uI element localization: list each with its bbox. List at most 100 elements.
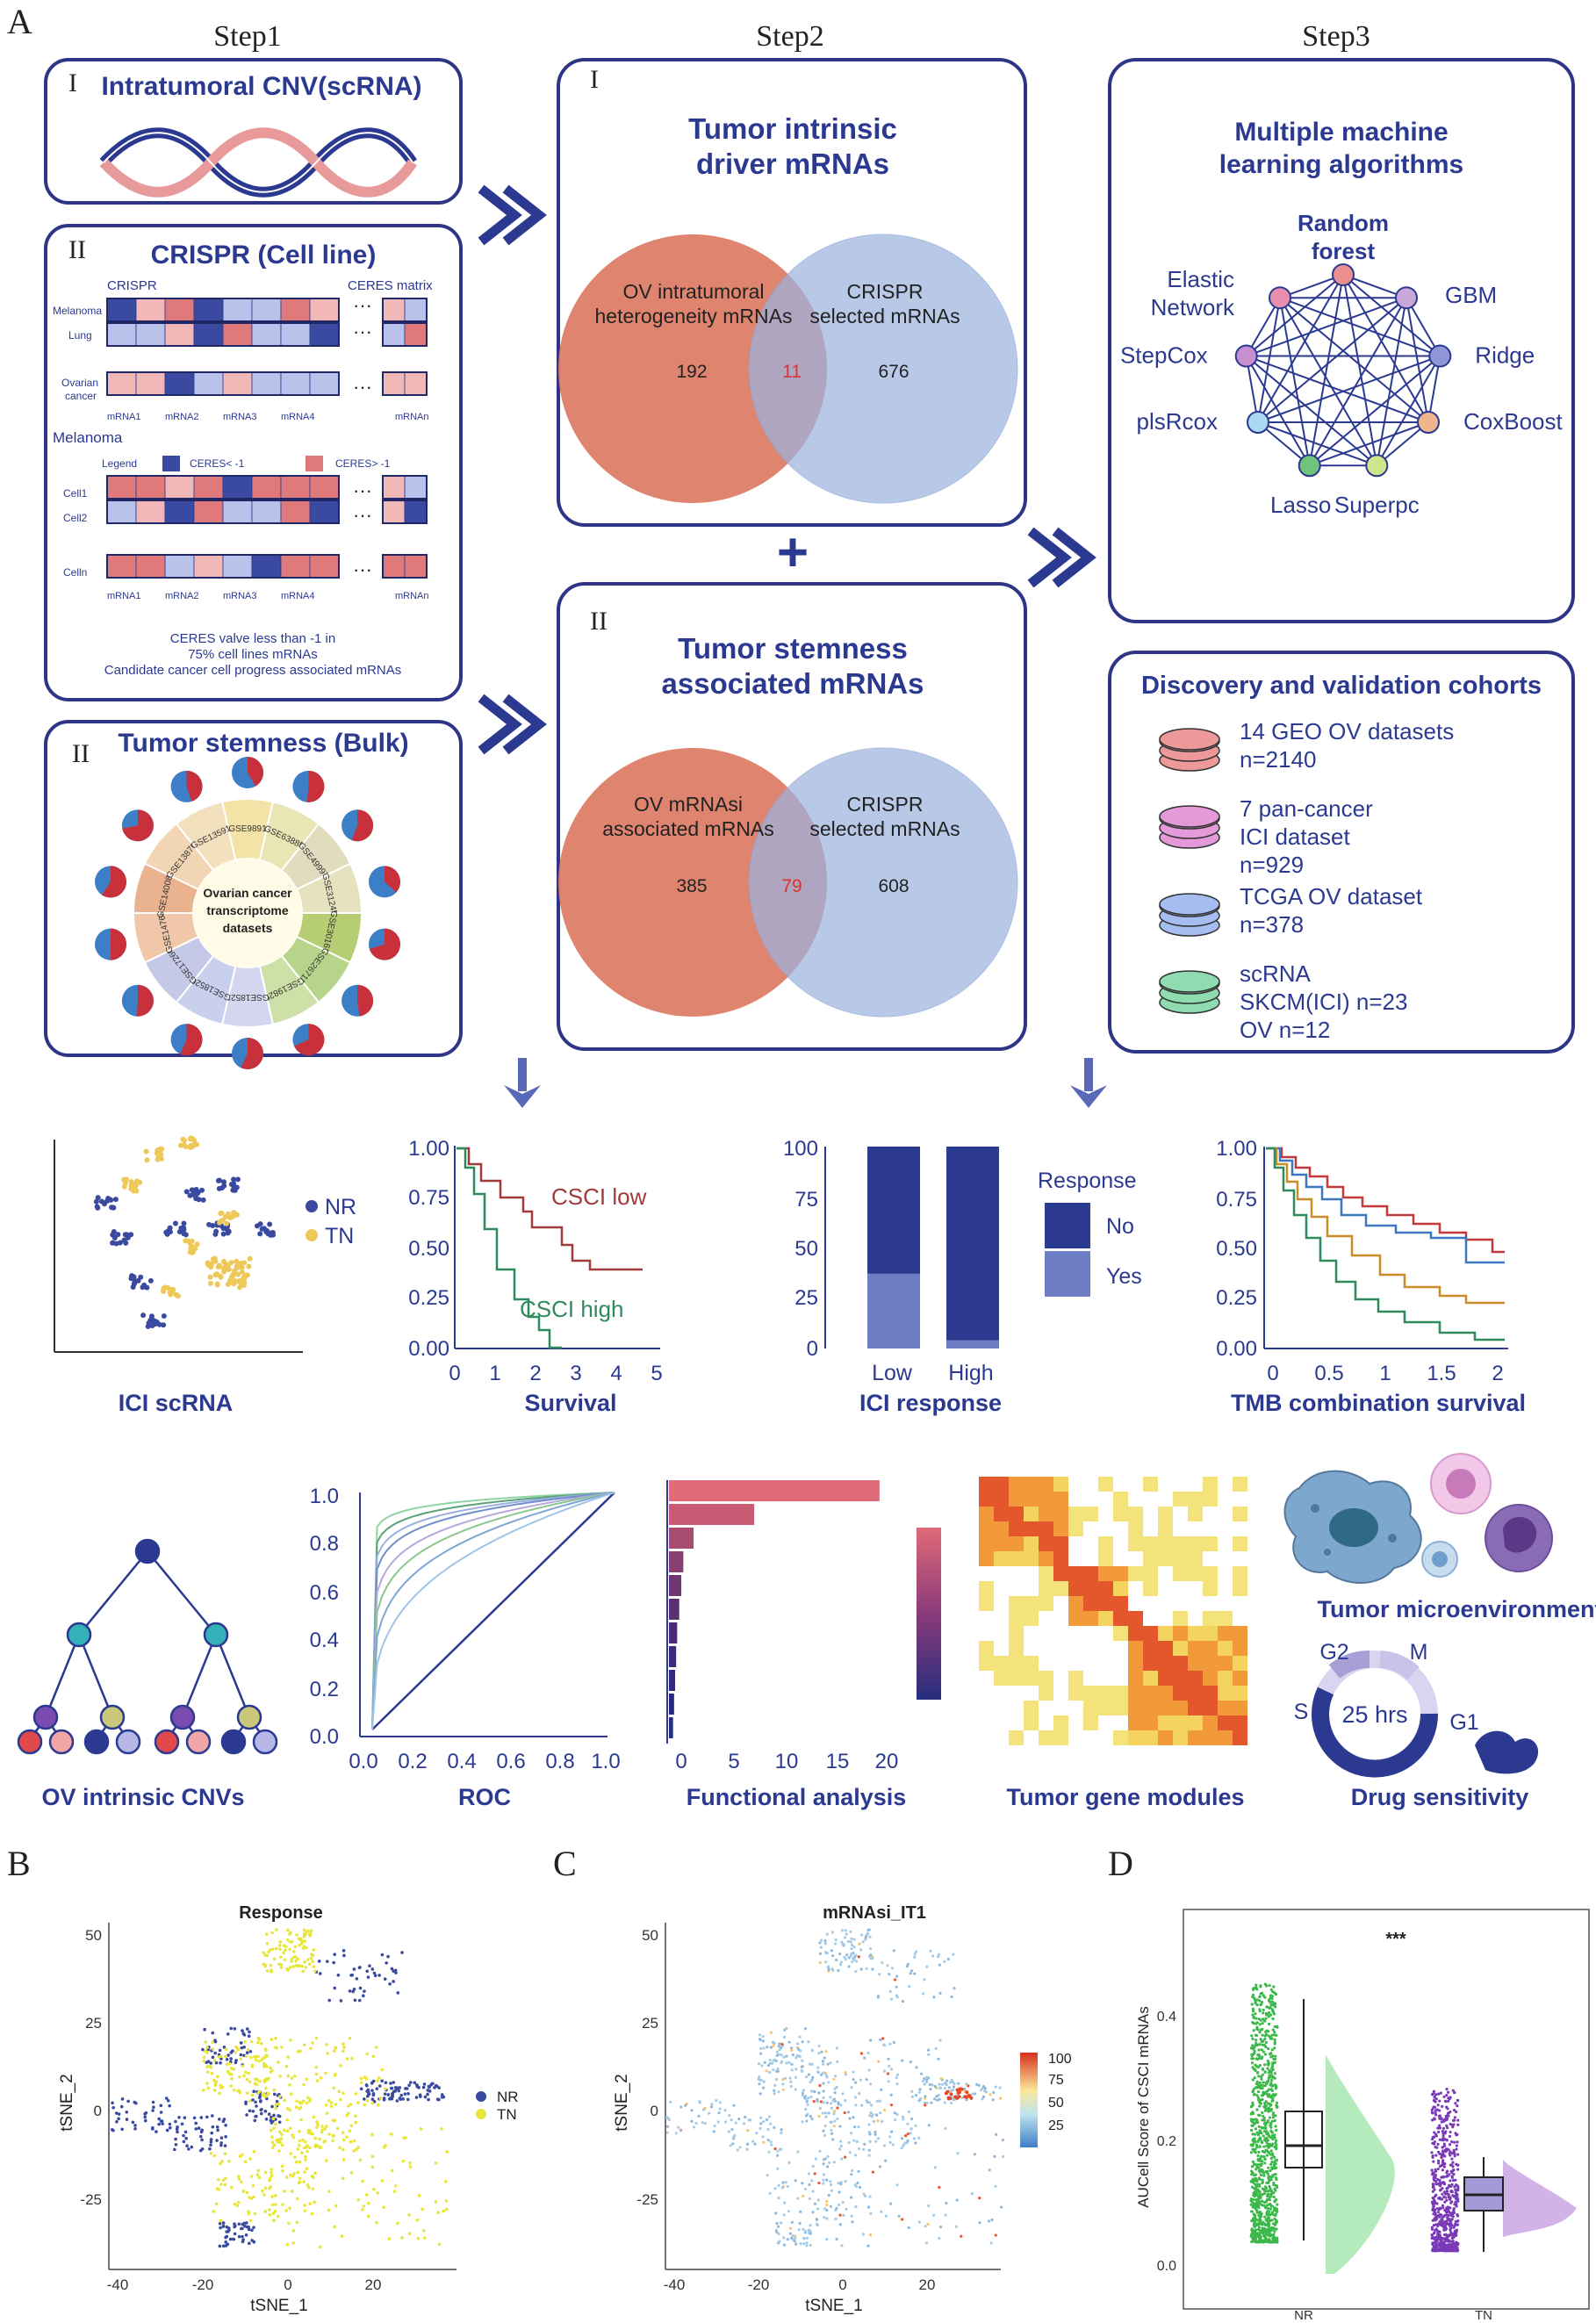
violin-point-nr xyxy=(1250,2034,1254,2038)
tsne-point xyxy=(805,2241,809,2245)
tsne-point xyxy=(918,2088,922,2091)
tsne-point xyxy=(891,2143,895,2147)
tsne-point xyxy=(796,2197,800,2200)
tsne-point xyxy=(183,2130,188,2134)
tsne-point xyxy=(782,2213,786,2217)
violin-point-nr xyxy=(1273,2040,1276,2045)
tsne-point xyxy=(218,2048,222,2053)
tsne-point xyxy=(733,2133,737,2138)
violin-point-tn xyxy=(1446,2186,1449,2190)
violin-point-nr xyxy=(1275,2139,1278,2142)
tsne-point xyxy=(274,2103,277,2107)
tsne-point xyxy=(264,2065,269,2068)
functional-bar xyxy=(669,1480,880,1501)
tsne-point xyxy=(823,2056,826,2060)
pie-slice xyxy=(384,866,400,893)
tsne-point xyxy=(901,2059,904,2062)
tsne-point xyxy=(440,2093,444,2096)
tsne-point xyxy=(873,2130,877,2134)
tsne-point xyxy=(909,1969,914,1973)
tsne-point xyxy=(775,2069,779,2074)
tsne-point xyxy=(853,2154,858,2157)
heatmap-row xyxy=(382,475,428,500)
tsne-point xyxy=(216,2128,219,2132)
violin-point-tn xyxy=(1447,2148,1450,2152)
tsne-point xyxy=(888,1989,892,1994)
violin-point-tn xyxy=(1456,2123,1460,2126)
tsne-point xyxy=(306,2149,309,2154)
violin-point-nr xyxy=(1272,2057,1276,2060)
violin-point-nr xyxy=(1255,2143,1259,2147)
violin-point-nr xyxy=(1253,2162,1256,2166)
tsne-point xyxy=(803,2027,808,2031)
tsne-point xyxy=(288,1947,291,1952)
tsne-point xyxy=(331,2139,334,2143)
violin-point-tn xyxy=(1434,2113,1438,2117)
tmb-xtick-0: 0 xyxy=(1267,1362,1278,1385)
tsne-point xyxy=(294,1959,298,1963)
tsne-point xyxy=(917,2220,921,2224)
tsne-point xyxy=(765,2118,769,2121)
network-edge xyxy=(1279,297,1429,423)
tsne-point xyxy=(852,2070,855,2074)
heatmap-row xyxy=(106,500,340,524)
tsne-point xyxy=(194,2127,198,2131)
legend-ceres-lt: CERES< -1 xyxy=(190,457,245,470)
heatmap-cell xyxy=(309,322,340,347)
tsne-point xyxy=(304,1966,308,1969)
tsne-point xyxy=(960,2234,963,2238)
violin-point-nr xyxy=(1272,2213,1276,2217)
violin-point-tn xyxy=(1448,2183,1451,2187)
tsne-point xyxy=(882,2108,887,2112)
functional-bar xyxy=(669,1646,677,1667)
violin-point-nr xyxy=(1260,2239,1264,2242)
tsne-point xyxy=(830,2189,833,2192)
violin-point-tn xyxy=(1453,2090,1456,2095)
tsne-point xyxy=(940,2082,945,2086)
tsne-point xyxy=(312,1965,316,1969)
tsne-point xyxy=(868,1935,872,1938)
module-cell xyxy=(1233,1686,1247,1701)
violin-point-tn xyxy=(1452,2207,1456,2211)
violin-point-nr xyxy=(1267,2151,1271,2154)
violin-point-nr xyxy=(1262,2011,1265,2015)
tsne-point xyxy=(981,2095,986,2098)
tsne-point xyxy=(982,2089,987,2093)
violin-point-nr xyxy=(1249,2112,1253,2116)
csci-low-label: CSCI low xyxy=(551,1183,647,1210)
scatter-point xyxy=(184,1238,191,1244)
tsne-point xyxy=(396,2221,399,2226)
tsne-point xyxy=(303,2209,307,2212)
module-cell xyxy=(1024,1596,1039,1611)
tmb-xtick-1: 0.5 xyxy=(1314,1362,1343,1385)
tsne-point xyxy=(836,2060,839,2064)
tsne-point xyxy=(422,2082,427,2086)
tsne-point xyxy=(398,2096,402,2100)
tsne-point xyxy=(852,2078,855,2082)
tsne-point xyxy=(924,2081,929,2084)
tsne-point xyxy=(365,1969,370,1974)
tsne-point xyxy=(835,1958,838,1962)
tsne-point xyxy=(244,2233,248,2237)
tsne-point xyxy=(230,2076,234,2081)
tsne-point xyxy=(857,1955,860,1959)
violin-point-nr xyxy=(1262,2118,1266,2122)
heatmap-cell xyxy=(404,500,428,524)
violin-point-nr xyxy=(1259,2173,1263,2177)
tsne-point xyxy=(938,2226,943,2229)
tsne-point xyxy=(370,2089,374,2092)
heatmap-row xyxy=(106,322,340,347)
tsne-point xyxy=(217,2055,221,2059)
violin-point-nr xyxy=(1252,2121,1255,2125)
tsne-point xyxy=(419,2127,423,2131)
violin-point-nr xyxy=(1267,2015,1270,2018)
tsne-point xyxy=(365,2098,370,2103)
tsne-point xyxy=(794,2088,797,2091)
tsne-point xyxy=(131,2120,135,2125)
tsne-point xyxy=(900,2147,903,2150)
violin-point-tn xyxy=(1455,2147,1458,2151)
tsne-point xyxy=(939,2086,943,2089)
module-cell xyxy=(1188,1641,1203,1656)
tsne-point xyxy=(225,2230,228,2233)
tsne-point xyxy=(827,2081,830,2084)
